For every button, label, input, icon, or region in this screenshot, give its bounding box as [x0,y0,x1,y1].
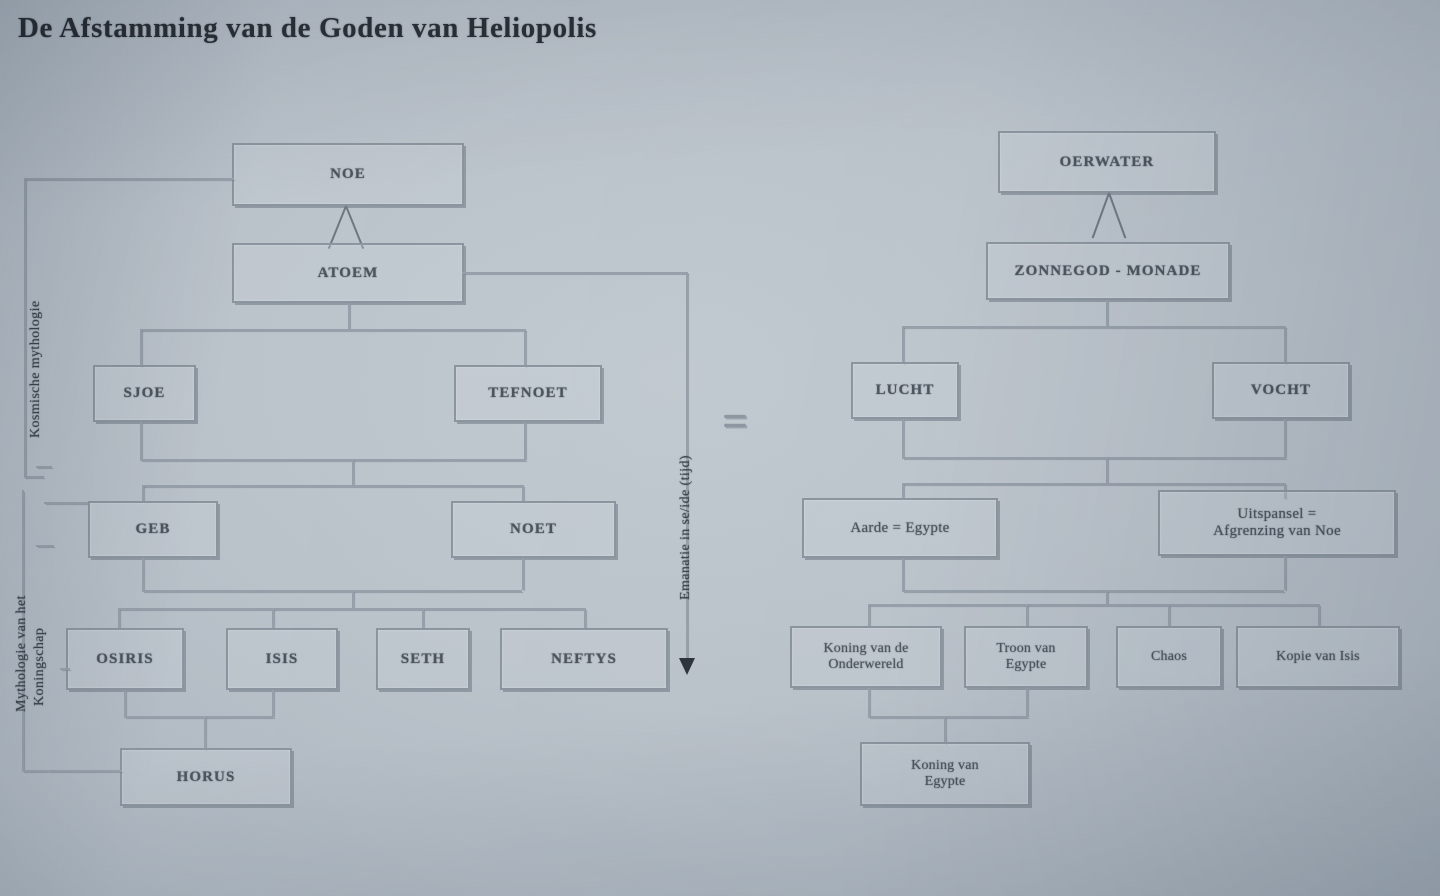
connector-to-koning-onderwereld [868,604,870,626]
caption-cosmic-mythology: Kosmische mythologie [28,300,43,439]
connector-to-kopie-isis [1318,604,1320,626]
connector-osiris-margin [60,668,70,670]
page-title: De Afstamming van de Goden van Heliopoli… [18,12,597,44]
connector-to-aarde [902,483,904,499]
connector-to-chaos [1168,604,1170,626]
connector-to-neftys [584,608,586,628]
connector-lucht-down [902,419,904,457]
connector-troon-down [1026,688,1028,716]
node-uitspansel[interactable]: Uitspansel = Afgrenzing van Noe [1158,490,1396,556]
connector-uitspansel-down [1284,556,1286,590]
connector-bottom-join [868,716,1028,718]
connector-margin-to-geb [44,502,88,504]
connector-right-children-down [1106,590,1108,604]
connector-aarde-down [902,558,904,590]
connector-bottom-down [944,716,946,744]
connector-children-split [118,608,584,610]
connector-to-tefnoet [524,329,526,367]
connector-to-sjoe [140,329,142,367]
connector-margin-to-horus [48,770,122,772]
emanation-arrow-caption: Emanatie in se/ide (tijd) [678,455,693,600]
connector-join-down-right [1106,457,1108,483]
node-noe[interactable]: NOE [232,143,464,206]
connector-atoem-to-arrow [462,272,688,274]
connector-zonnegod-down [1106,300,1108,326]
connector-atoem-down [348,303,350,329]
node-zonnegod-monade[interactable]: ZONNEGOD - MONADE [986,242,1230,300]
node-koning-onderwereld[interactable]: Koning van de Onderwereld [790,626,942,688]
connector-axis-tick-b [36,466,52,468]
node-osiris[interactable]: OSIRIS [66,628,184,690]
connector-koning-ond-down [868,688,870,716]
caption-kingship-line2: Koningschap [32,627,47,706]
connector-horus-down [204,716,206,750]
node-lucht[interactable]: LUCHT [851,362,959,419]
caption-kingship-line1: Mythologie van het [14,595,29,712]
connector-osiris-isis-join [124,716,274,718]
connector-to-vocht [1284,326,1286,364]
node-neftys[interactable]: NEFTYS [500,628,668,690]
node-noet[interactable]: NOET [451,501,616,558]
node-sjoe[interactable]: SJOE [93,365,196,422]
connector-right-children-join [902,590,1284,592]
connector-left-axis-lower-end [22,770,48,772]
node-seth[interactable]: SETH [376,628,470,690]
connector-to-osiris [118,608,120,628]
connector-sjoe-tefnoet-join [140,459,526,461]
connector-left-axis-upper [24,178,26,478]
node-oerwater[interactable]: OERWATER [998,131,1216,193]
connector-geb-noet-split [142,485,522,487]
connector-aarde-uitspansel-split [902,483,1284,485]
node-isis[interactable]: ISIS [226,628,338,690]
node-horus[interactable]: HORUS [120,748,292,806]
connector-noet-down [522,558,524,590]
connector-to-noet [522,485,524,502]
connector-isis-down [272,690,274,716]
connector-noe-left [24,178,234,180]
node-troon-egypte[interactable]: Troon van Egypte [964,626,1088,688]
connector-to-lucht [902,326,904,364]
vee-oerwater-left [1108,192,1127,239]
connector-to-troon [1026,604,1028,626]
connector-geb-down [142,558,144,590]
connector-tefnoet-down [524,422,526,459]
equals-symbol: = [722,395,749,446]
node-atoem[interactable]: ATOEM [232,243,464,303]
connector-to-geb [142,485,144,502]
connector-lucht-vocht-join [902,457,1286,459]
emanation-arrow-head [679,658,695,675]
vee-oerwater-right [1091,192,1110,239]
node-chaos[interactable]: Chaos [1116,626,1222,688]
connector-atoem-split [140,329,526,331]
connector-right-children-split [868,604,1318,606]
connector-left-axis-upper-end [24,476,44,478]
connector-left-axis-lower [22,490,24,770]
node-vocht[interactable]: VOCHT [1212,362,1350,419]
connector-to-seth [422,608,424,628]
node-aarde-egypte[interactable]: Aarde = Egypte [802,498,998,558]
connector-children-down [352,590,354,608]
node-tefnoet[interactable]: TEFNOET [454,365,602,422]
connector-osiris-down [124,690,126,716]
emanation-arrow-shaft [686,272,688,662]
node-kopie-van-isis[interactable]: Kopie van Isis [1236,626,1400,688]
connector-vocht-down [1284,419,1286,457]
node-koning-van-egypte[interactable]: Koning van Egypte [860,742,1030,806]
connector-lucht-vocht-split [902,326,1286,328]
connector-to-isis [272,608,274,628]
node-geb[interactable]: GEB [88,501,218,558]
connector-axis-tick-a [36,545,54,547]
connector-join-down [352,459,354,485]
connector-geb-noet-join [142,590,522,592]
connector-sjoe-down [140,422,142,459]
